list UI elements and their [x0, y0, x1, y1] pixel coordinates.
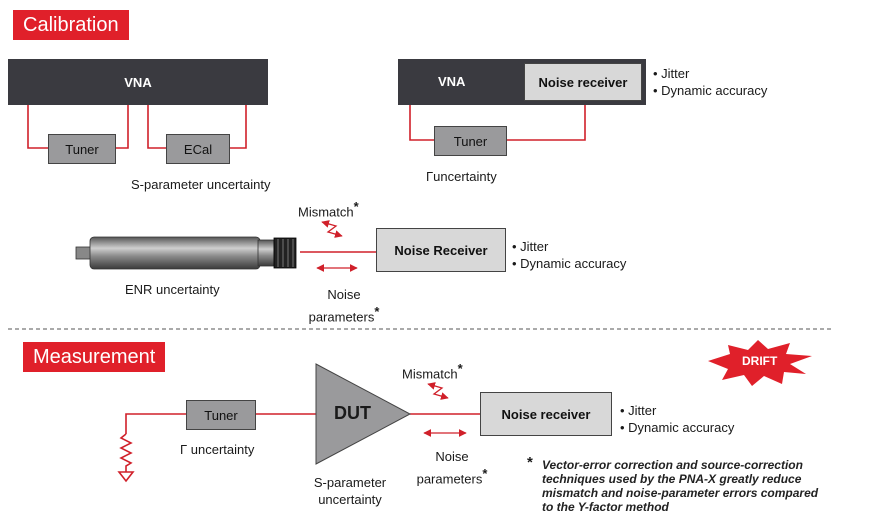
mismatch-text: Mismatch	[298, 204, 354, 220]
cal-left-wires	[27, 105, 247, 149]
parameters-text: parameters	[308, 309, 375, 325]
footnote-line: Vector-error correction and source-corre…	[542, 458, 803, 472]
s-param-line2: uncertainty	[318, 492, 382, 507]
noise-text: Noise	[327, 287, 361, 302]
meas-source-wire	[117, 413, 186, 483]
noise-receiver-right-box: Noise receiver	[524, 63, 642, 101]
gamma-uncertainty-label: Γuncertainty	[426, 169, 497, 184]
mismatch-star: *	[353, 199, 359, 214]
meas-mismatch-arrow	[427, 382, 449, 400]
parameters-text: parameters	[416, 471, 483, 487]
cal-right-bullets: • Jitter • Dynamic accuracy	[653, 65, 767, 99]
noise-receiver-mid-box: Noise Receiver	[376, 228, 506, 272]
meas-noise-receiver-box: Noise receiver	[480, 392, 612, 436]
mismatch-text: Mismatch	[402, 366, 458, 382]
dynamic-accuracy-item: • Dynamic accuracy	[620, 420, 735, 435]
footnote-text: Vector-error correction and source-corre…	[542, 458, 872, 514]
drift-burst-shape	[708, 340, 812, 386]
ecal-box: ECal	[166, 134, 230, 164]
footnote-line: mismatch and noise-parameter errors comp…	[542, 486, 819, 500]
cal-mismatch-label: Mismatch*	[298, 199, 359, 219]
jitter-item: • Jitter	[512, 239, 549, 254]
jitter-item: • Jitter	[620, 403, 657, 418]
parameters-star: *	[482, 466, 488, 481]
tuner-right-box: Tuner	[434, 126, 507, 156]
measurement-banner: Measurement	[23, 342, 166, 372]
footnote-line: techniques used by the PNA-X greatly red…	[542, 472, 802, 486]
drift-label: DRIFT	[742, 354, 778, 368]
footnote-star: *	[527, 454, 533, 471]
vna-right-label: VNA	[438, 74, 466, 89]
cal-mid-bullets: • Jitter • Dynamic accuracy	[512, 238, 626, 272]
parameters-star: *	[374, 304, 380, 319]
tuner-left-box: Tuner	[48, 134, 116, 164]
footnote-line: to the Y-factor method	[542, 500, 669, 514]
dut-label: DUT	[334, 403, 371, 423]
noise-source-icon	[75, 236, 297, 270]
cal-noise-parameters-label: Noise parameters*	[306, 286, 382, 325]
meas-tuner-box: Tuner	[186, 400, 256, 430]
meas-noise-parameters-label: Noise parameters*	[404, 448, 500, 487]
vna-left-box: VNA	[8, 59, 268, 105]
calibration-banner: Calibration	[13, 10, 129, 40]
meas-bullets: • Jitter • Dynamic accuracy	[620, 402, 734, 436]
enr-uncertainty-label: ENR uncertainty	[125, 282, 220, 297]
cal-right-wires	[409, 105, 586, 141]
s-param-uncertainty-label: S-parameter uncertainty	[131, 177, 271, 192]
cal-mismatch-arrow	[321, 220, 343, 238]
mismatch-star: *	[457, 361, 463, 376]
dynamic-accuracy-item: • Dynamic accuracy	[653, 83, 768, 98]
jitter-item: • Jitter	[653, 66, 690, 81]
meas-gamma-uncertainty-label: Γ uncertainty	[180, 442, 255, 457]
noise-text: Noise	[435, 449, 469, 464]
dynamic-accuracy-item: • Dynamic accuracy	[512, 256, 627, 271]
meas-mismatch-label: Mismatch*	[402, 361, 463, 381]
meas-s-param-label: S-parameter uncertainty	[300, 474, 400, 508]
s-param-line1: S-parameter	[313, 475, 387, 490]
dut-triangle-shape	[315, 363, 412, 465]
